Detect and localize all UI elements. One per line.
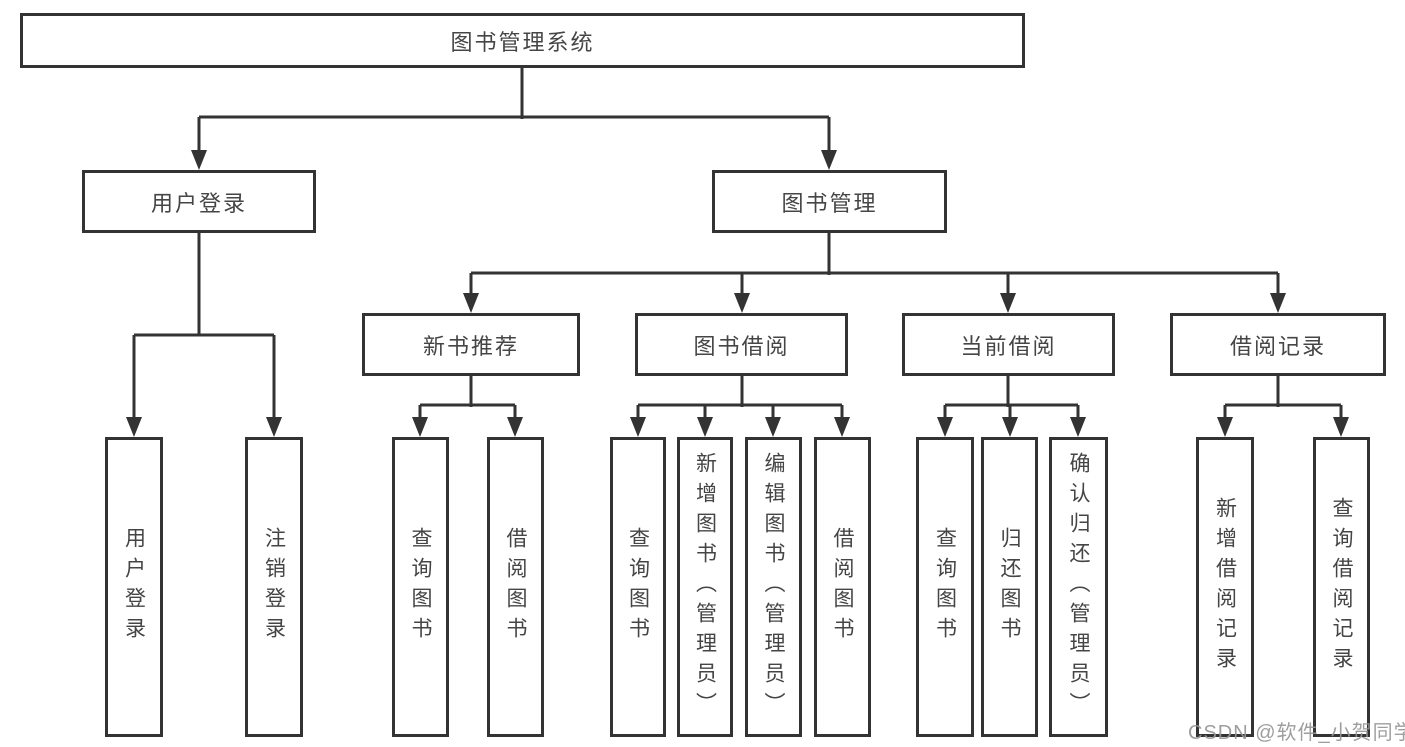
node-new-book-recommendation: 新书推荐 [362, 313, 580, 376]
arrowheads [126, 150, 1349, 437]
leaf-label: 查询图书 [409, 527, 432, 647]
leaf-label: 借阅图书 [831, 527, 854, 647]
arrowhead [507, 417, 523, 437]
arrowhead [266, 417, 282, 437]
leaf-add-book-admin: 新增图书（管理员） [677, 437, 733, 737]
leaf-edit-book-admin: 编辑图书（管理员） [745, 437, 802, 737]
node-label: 借阅记录 [1229, 333, 1326, 359]
node-label: 图书管理 [781, 190, 878, 216]
node-book-borrowing: 图书借阅 [635, 313, 848, 376]
leaf-borrow-books-borrowing: 借阅图书 [814, 437, 871, 737]
leaf-logout: 注销登录 [245, 437, 303, 737]
arrowhead [765, 417, 781, 437]
leaf-add-borrow-record: 新增借阅记录 [1196, 437, 1254, 737]
arrowhead [937, 417, 953, 437]
arrowhead [191, 150, 207, 170]
csdn-watermark: CSDN @软件_小贺同学 [1188, 722, 1405, 744]
arrowhead [1217, 417, 1233, 437]
leaf-confirm-return-admin: 确认归还（管理员） [1049, 437, 1108, 737]
leaf-label: 注销登录 [262, 527, 286, 647]
leaf-label: 借阅图书 [504, 527, 527, 647]
leaf-label: 确认归还（管理员） [1067, 452, 1090, 722]
arrowhead [630, 417, 646, 437]
leaf-query-borrow-record: 查询借阅记录 [1313, 437, 1370, 737]
leaf-borrow-books-recommend: 借阅图书 [487, 437, 544, 737]
leaf-label: 查询图书 [626, 527, 650, 647]
leaf-query-books-borrowing: 查询图书 [610, 437, 666, 737]
arrowhead [1070, 417, 1086, 437]
node-label: 图书借阅 [693, 333, 790, 359]
node-book-management: 图书管理 [712, 170, 947, 233]
arrowhead [126, 417, 142, 437]
arrowhead [1002, 417, 1018, 437]
tree-connectors [132, 68, 1343, 419]
leaf-label: 查询借阅记录 [1330, 497, 1353, 677]
leaf-query-books-current: 查询图书 [916, 437, 974, 737]
arrowhead [412, 417, 428, 437]
leaf-label: 归还图书 [998, 527, 1021, 647]
leaf-query-books-recommend: 查询图书 [392, 437, 449, 737]
node-borrowing-records: 借阅记录 [1170, 313, 1386, 376]
arrowhead [463, 293, 479, 313]
arrowhead [834, 417, 850, 437]
arrowhead [734, 293, 750, 313]
node-library-management-system: 图书管理系统 [20, 13, 1025, 68]
arrowhead [697, 417, 713, 437]
arrowhead [1270, 293, 1286, 313]
arrowhead [1000, 293, 1016, 313]
node-label: 新书推荐 [422, 333, 519, 359]
node-user-login: 用户登录 [82, 170, 316, 233]
leaf-label: 新增借阅记录 [1213, 497, 1237, 677]
node-current-borrowing: 当前借阅 [902, 313, 1115, 376]
leaf-label: 新增图书（管理员） [693, 452, 717, 722]
leaf-label: 用户登录 [122, 527, 146, 647]
leaf-label: 查询图书 [933, 527, 957, 647]
arrowhead [1333, 417, 1349, 437]
leaf-return-books: 归还图书 [981, 437, 1038, 737]
node-label: 用户登录 [150, 190, 247, 216]
node-label: 图书管理系统 [450, 29, 595, 55]
leaf-user-login: 用户登录 [105, 437, 163, 737]
leaf-label: 编辑图书（管理员） [762, 452, 785, 722]
arrowhead [821, 150, 837, 170]
node-label: 当前借阅 [960, 333, 1057, 359]
